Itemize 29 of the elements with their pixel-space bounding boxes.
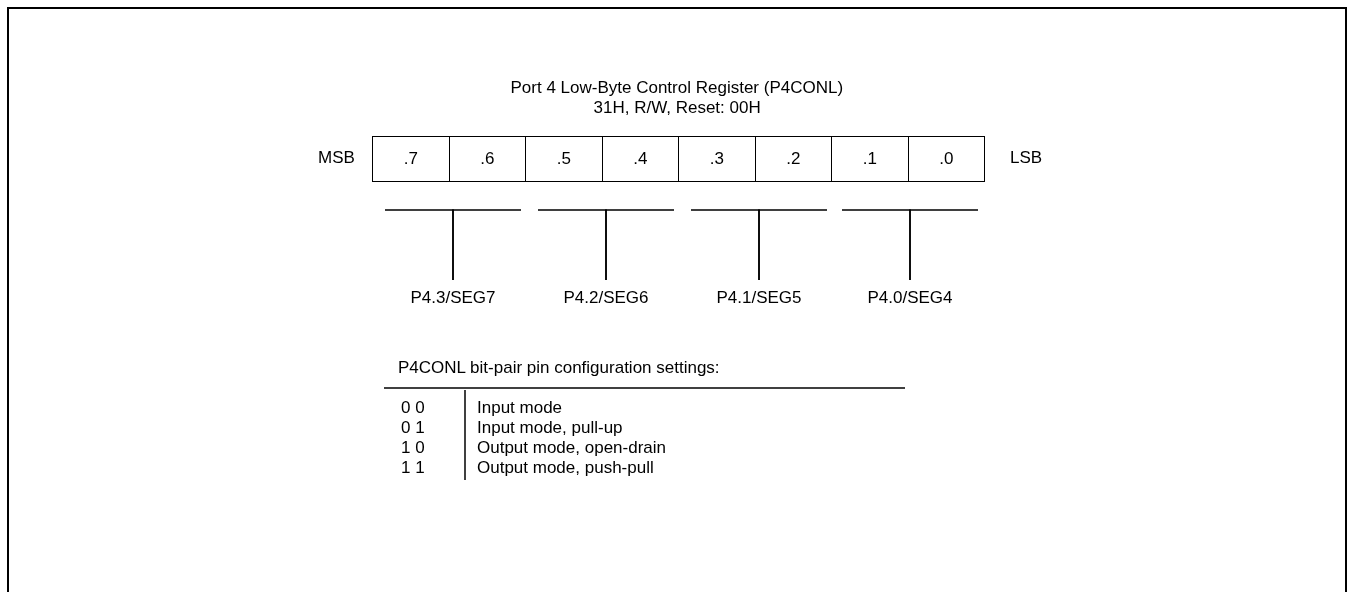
register-title: Port 4 Low-Byte Control Register (P4CONL) xyxy=(510,78,844,98)
bit-cell: .4 xyxy=(601,136,679,182)
bit-cell: .0 xyxy=(907,136,985,182)
bit-cell: .6 xyxy=(448,136,526,182)
pin-name: P4.2/SEG6 xyxy=(563,288,649,308)
bit-value: 1 0 xyxy=(401,438,425,458)
bracket-line xyxy=(758,209,828,281)
msb-label: MSB xyxy=(318,148,355,168)
pin-name: P4.0/SEG4 xyxy=(867,288,953,308)
bit-value: 0 1 xyxy=(401,418,425,438)
bit-cell: .3 xyxy=(678,136,756,182)
lsb-label: LSB xyxy=(1010,148,1043,168)
bit-cell: .2 xyxy=(754,136,832,182)
setting-description: Output mode, open-drain xyxy=(477,438,666,458)
bit-value: 0 0 xyxy=(401,398,425,418)
bit-cell: .5 xyxy=(525,136,603,182)
pin-name: P4.1/SEG5 xyxy=(716,288,802,308)
bit-value: 1 1 xyxy=(401,458,425,478)
bracket-line xyxy=(605,209,675,281)
bit-cell: .1 xyxy=(831,136,909,182)
setting-description: Input mode, pull-up xyxy=(477,418,623,438)
bracket-line xyxy=(909,209,979,281)
bracket-line xyxy=(452,209,522,281)
register-info: 31H, R/W, Reset: 00H xyxy=(593,98,761,118)
setting-description: Input mode xyxy=(477,398,563,418)
table-heading: P4CONL bit-pair pin configuration settings: xyxy=(398,358,720,378)
pin-name: P4.3/SEG7 xyxy=(410,288,496,308)
bit-cell: .7 xyxy=(372,136,450,182)
setting-description: Output mode, push-pull xyxy=(477,458,654,478)
